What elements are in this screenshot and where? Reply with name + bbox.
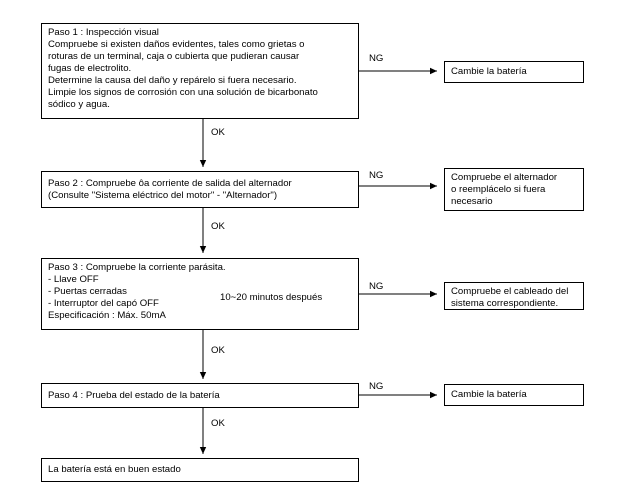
ng-result-1-line: Cambie la batería	[451, 66, 527, 77]
ng-result-1-box: Cambie la batería	[444, 61, 584, 83]
ng-result-2-box: Compruebe el alternador o reemplácelo si…	[444, 168, 584, 211]
ok-label: OK	[211, 418, 225, 429]
step-2-line: Paso 2 : Compruebe ôa corriente de salid…	[48, 178, 292, 189]
step-3-line: Especificación : Máx. 50mA	[48, 310, 166, 321]
step-1-line: Limpie los signos de corrosión con una s…	[48, 87, 318, 98]
step-1-line: roturas de un terminal, caja o cubierta …	[48, 51, 300, 62]
ng-label: NG	[369, 281, 384, 292]
step-1-line: Determine la causa del daño y repárelo s…	[48, 75, 297, 86]
ng-result-2-line: Compruebe el alternador	[451, 172, 558, 183]
step-1-line: Compruebe si existen daños evidentes, ta…	[48, 39, 305, 50]
step-1-line: Paso 1 : Inspección visual	[48, 27, 159, 38]
step-1-line: sódico y agua.	[48, 99, 110, 110]
step-4-line: Paso 4 : Prueba del estado de la batería	[48, 390, 220, 401]
final-box: La batería está en buen estado	[41, 458, 359, 482]
ng-label: NG	[369, 381, 384, 392]
final-line: La batería está en buen estado	[48, 464, 181, 475]
step-3-line: - Interruptor del capó OFF	[48, 298, 159, 309]
step-3-bracket-note: 10~20 minutos después	[220, 292, 323, 303]
ng-result-4-box: Cambie la batería	[444, 384, 584, 406]
ng-label: NG	[369, 53, 384, 64]
step-3-box: Paso 3 : Compruebe la corriente parásita…	[41, 258, 359, 330]
step-3-line: - Puertas cerradas	[48, 286, 127, 297]
step-3-line: Paso 3 : Compruebe la corriente parásita…	[48, 262, 226, 273]
ok-label: OK	[211, 127, 225, 138]
ng-result-3-box: Compruebe el cableado del sistema corres…	[444, 282, 584, 310]
ng-result-3-line: Compruebe el cableado del	[451, 286, 569, 297]
ng-result-2-line: necesario	[451, 196, 493, 207]
ng-label: NG	[369, 170, 384, 181]
step-1-box: Paso 1 : Inspección visual Compruebe si …	[41, 23, 359, 119]
step-2-box: Paso 2 : Compruebe ôa corriente de salid…	[41, 171, 359, 208]
ng-result-2-line: o reemplácelo si fuera	[451, 184, 546, 195]
ok-label: OK	[211, 345, 225, 356]
step-4-box: Paso 4 : Prueba del estado de la batería	[41, 383, 359, 408]
step-1-line: fugas de electrolito.	[48, 63, 132, 74]
ng-result-4-line: Cambie la batería	[451, 389, 527, 400]
step-2-line: (Consulte "Sistema eléctrico del motor" …	[48, 190, 278, 201]
ok-label: OK	[211, 221, 225, 232]
ng-result-3-line: sistema correspondiente.	[451, 298, 559, 309]
step-3-line: - Llave OFF	[48, 274, 99, 285]
